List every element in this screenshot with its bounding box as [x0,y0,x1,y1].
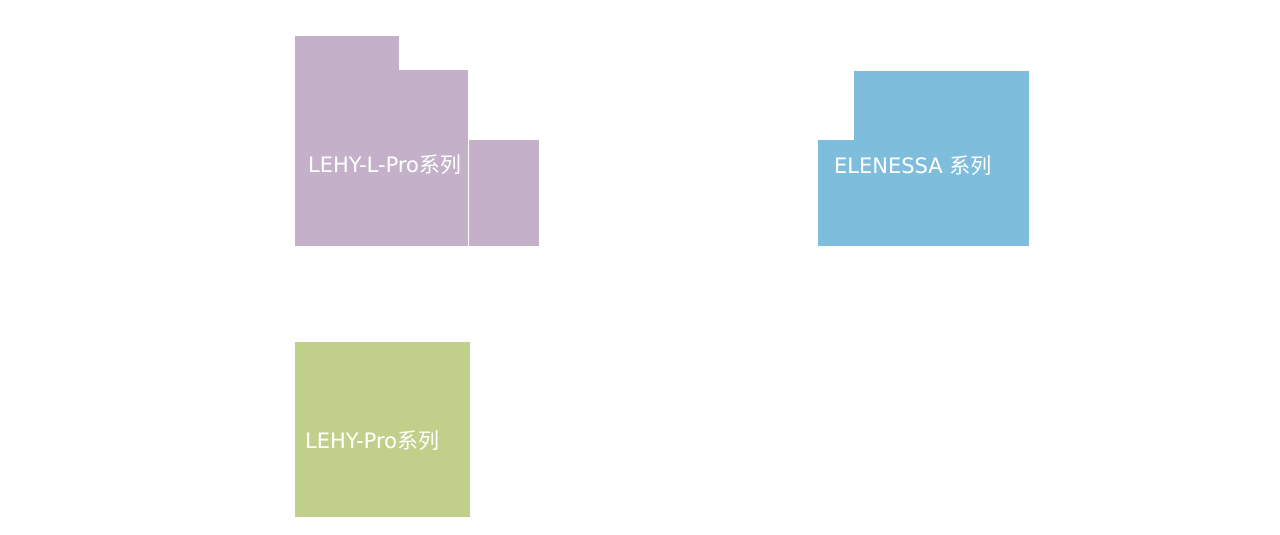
tile-shape [295,70,468,246]
tile-lehy-l-pro-series[interactable]: LEHY-L-Pro系列 [295,36,539,246]
tile-lehy-pro-series[interactable]: LEHY-Pro系列 [295,342,470,517]
tile-label: ELENESSA 系列 [834,154,992,178]
tile-shape [295,36,399,70]
tile-label: LEHY-Pro系列 [305,429,439,453]
tile-elenessa-series[interactable]: ELENESSA 系列 [818,71,1029,246]
tile-shape [469,140,539,246]
tile-shape [818,140,1029,246]
tile-shape [854,71,1029,141]
tile-label: LEHY-L-Pro系列 [308,153,461,177]
